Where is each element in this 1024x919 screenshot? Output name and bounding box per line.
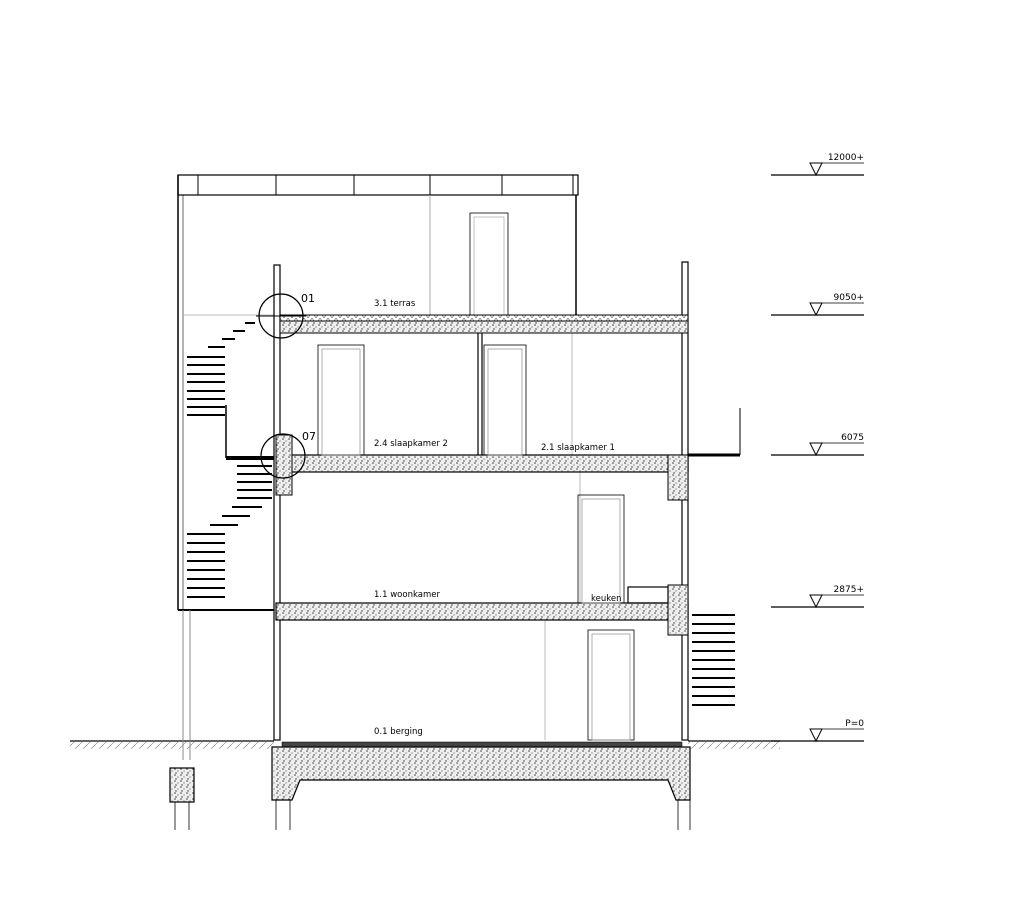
level-triangle-icon — [809, 594, 823, 609]
level-marker: P=0 — [771, 719, 864, 743]
level-markers: 12000+ 9050+ 6075 2875+ P=0 — [771, 153, 864, 743]
room-label-slaapkamer-1: 2.1 slaapkamer 1 — [541, 443, 615, 453]
pergola-frame — [177, 174, 579, 760]
level-triangle-icon — [809, 442, 823, 457]
doors — [317, 344, 669, 741]
level-marker: 6075 — [771, 433, 864, 457]
detail-label-07: 07 — [302, 430, 316, 443]
level-label: P=0 — [845, 719, 864, 729]
level-label: 2875+ — [834, 585, 864, 595]
right-stair — [692, 614, 735, 706]
level-label: 12000+ — [828, 153, 864, 163]
detail-label-01: 01 — [301, 292, 315, 305]
room-label-terras: 3.1 terras — [374, 299, 416, 309]
walls — [273, 261, 741, 741]
level-triangle-icon — [809, 728, 823, 743]
level-triangle-icon — [809, 302, 823, 317]
ground-line — [70, 740, 780, 749]
level-triangle-icon — [809, 162, 823, 177]
room-label-slaapkamer-2: 2.4 slaapkamer 2 — [374, 439, 448, 449]
piles — [174, 800, 691, 830]
room-label-berging: 0.1 berging — [374, 727, 423, 737]
level-marker: 9050+ — [771, 293, 864, 317]
floor-slabs — [169, 314, 691, 803]
level-label: 9050+ — [834, 293, 864, 303]
level-marker: 12000+ — [771, 153, 864, 177]
room-label-woonkamer: 1.1 woonkamer — [374, 590, 440, 600]
room-label-keuken: keuken — [591, 594, 621, 604]
detail-marker-07[interactable]: 07 — [260, 430, 316, 479]
level-marker: 2875+ — [771, 585, 864, 609]
level-label: 6075 — [841, 433, 864, 443]
detail-marker-01[interactable]: 01 — [256, 292, 315, 339]
left-stair — [187, 322, 276, 598]
